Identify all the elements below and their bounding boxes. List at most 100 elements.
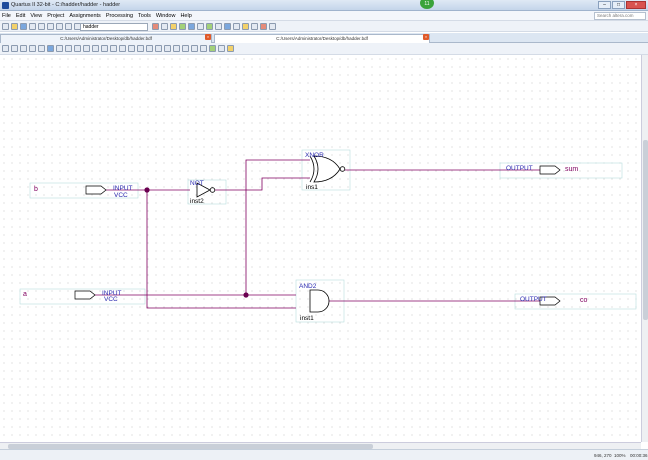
hand-tool-icon[interactable] — [29, 45, 36, 52]
new-file-icon[interactable] — [2, 23, 9, 30]
menu-view[interactable]: View — [30, 13, 43, 19]
paste-icon[interactable] — [56, 23, 63, 30]
pin-name-b[interactable]: b — [34, 186, 38, 193]
wire-b-to-and[interactable] — [146, 190, 296, 309]
xnor-gate-inst: ins1 — [306, 184, 318, 191]
menu-tools[interactable]: Tools — [138, 13, 151, 19]
wires — [95, 159, 540, 309]
menu-assignments[interactable]: Assignments — [69, 13, 101, 19]
orthogonal-bus-icon[interactable] — [74, 45, 81, 52]
tab-hadder-bdf-1[interactable]: C:/Users/Administrator/Desktop/db/hadder… — [0, 34, 212, 43]
menu-project[interactable]: Project — [47, 13, 65, 19]
compile-analysis-icon[interactable] — [161, 23, 168, 30]
minimize-button[interactable]: – — [598, 1, 611, 9]
sopc-builder-icon[interactable] — [251, 23, 258, 30]
partial-line-select-icon[interactable] — [101, 45, 108, 52]
copy-icon[interactable] — [47, 23, 54, 30]
output-sum-pin-shape[interactable] — [539, 165, 561, 175]
and-gate-type: AND2 — [299, 283, 317, 290]
not-gate-symbol[interactable] — [196, 182, 211, 198]
vertical-scrollbar[interactable] — [641, 55, 648, 442]
stop-icon[interactable] — [152, 23, 159, 30]
netlist-viewer-icon[interactable] — [215, 23, 222, 30]
notification-badge[interactable]: 11 — [420, 0, 434, 9]
xnor-gate-type: XNOR — [305, 152, 324, 159]
horizontal-scrollbar[interactable] — [0, 442, 641, 449]
tab-close-icon[interactable]: × — [205, 34, 211, 40]
undo-icon[interactable] — [65, 23, 72, 30]
diagonal-node-icon[interactable] — [209, 45, 216, 52]
xnor-gate-symbol[interactable] — [313, 155, 341, 183]
synthesis-icon[interactable] — [170, 23, 177, 30]
pin-tool-icon[interactable] — [56, 45, 63, 52]
text-tool-icon[interactable] — [38, 45, 45, 52]
entity-combo[interactable]: hadder — [80, 23, 148, 31]
input-b-pin-shape[interactable] — [85, 185, 107, 195]
arc-tool-icon[interactable] — [200, 45, 207, 52]
zoom-out-icon[interactable] — [119, 45, 126, 52]
full-screen-icon[interactable] — [128, 45, 135, 52]
conduit-line-icon[interactable] — [83, 45, 90, 52]
flip-vertical-icon[interactable] — [155, 45, 162, 52]
tab-close-icon[interactable]: × — [423, 34, 429, 40]
output-co-box[interactable] — [514, 293, 637, 310]
output-sum-box[interactable] — [499, 162, 623, 179]
menu-edit[interactable]: Edit — [15, 13, 26, 19]
diagonal-bus-icon[interactable] — [218, 45, 225, 52]
diagonal-conduit-icon[interactable] — [227, 45, 234, 52]
menu-processing[interactable]: Processing — [105, 13, 134, 19]
rectangle-tool-icon[interactable] — [173, 45, 180, 52]
zoom-in-icon[interactable] — [110, 45, 117, 52]
programmer-icon[interactable] — [242, 23, 249, 30]
print-icon[interactable] — [29, 23, 36, 30]
and-gate-symbol[interactable] — [309, 289, 330, 313]
open-folder-icon[interactable] — [11, 23, 18, 30]
menu-help[interactable]: Help — [180, 13, 192, 19]
horizontal-scroll-thumb[interactable] — [8, 444, 373, 449]
zoom-level: 100% — [614, 453, 626, 458]
maximize-button[interactable]: □ — [612, 1, 625, 9]
input-a-box[interactable] — [19, 288, 146, 305]
assembler-icon[interactable] — [197, 23, 204, 30]
elapsed-time: 00:00:36 — [630, 453, 648, 458]
tab-hadder-bdf-2[interactable]: C:/Users/Administrator/Desktop/db/hadder… — [214, 34, 430, 43]
help-icon[interactable] — [269, 23, 276, 30]
pin-name-sum[interactable]: sum — [565, 166, 578, 173]
zoom-tool-icon[interactable] — [20, 45, 27, 52]
close-button[interactable]: × — [626, 1, 646, 9]
oval-tool-icon[interactable] — [182, 45, 189, 52]
line-tool-icon[interactable] — [191, 45, 198, 52]
symbol-tool-icon[interactable] — [47, 45, 54, 52]
pin-planner-icon[interactable] — [224, 23, 231, 30]
fitter-icon[interactable] — [188, 23, 195, 30]
wire-a-to-xnor[interactable] — [245, 159, 310, 295]
not-gate-box[interactable] — [187, 179, 227, 205]
pin-name-a[interactable]: a — [23, 291, 27, 298]
menu-file[interactable]: File — [2, 13, 11, 19]
pin-name-co[interactable]: co — [580, 297, 588, 304]
signaltap-icon[interactable] — [260, 23, 267, 30]
input-a-pin-shape[interactable] — [74, 290, 96, 300]
cut-icon[interactable] — [38, 23, 45, 30]
find-icon[interactable] — [137, 45, 144, 52]
menu-bar: File Edit View Project Assignments Proce… — [0, 11, 648, 21]
timing-analyzer-icon[interactable] — [206, 23, 213, 30]
detach-window-icon[interactable] — [2, 45, 9, 52]
input-b-box[interactable] — [29, 182, 139, 199]
start-compilation-icon[interactable] — [179, 23, 186, 30]
menu-window[interactable]: Window — [155, 13, 176, 19]
main-toolbar: hadder — [0, 21, 648, 32]
save-icon[interactable] — [20, 23, 27, 30]
vertical-scroll-thumb[interactable] — [643, 140, 648, 320]
schematic-canvas[interactable]: INPUT VCC b INPUT VCC a NOT inst2 XNOR i… — [0, 55, 641, 442]
selection-tool-icon[interactable] — [11, 45, 18, 52]
wire-not-to-xnor[interactable] — [215, 177, 310, 191]
output-co-pin-shape[interactable] — [539, 296, 561, 306]
chip-planner-icon[interactable] — [233, 23, 240, 30]
flip-horizontal-icon[interactable] — [146, 45, 153, 52]
input-b-vcc: VCC — [114, 192, 128, 199]
rubberbanding-icon[interactable] — [92, 45, 99, 52]
orthogonal-node-icon[interactable] — [65, 45, 72, 52]
rotate-icon[interactable] — [164, 45, 171, 52]
search-input[interactable]: Search altera.com — [594, 12, 646, 20]
